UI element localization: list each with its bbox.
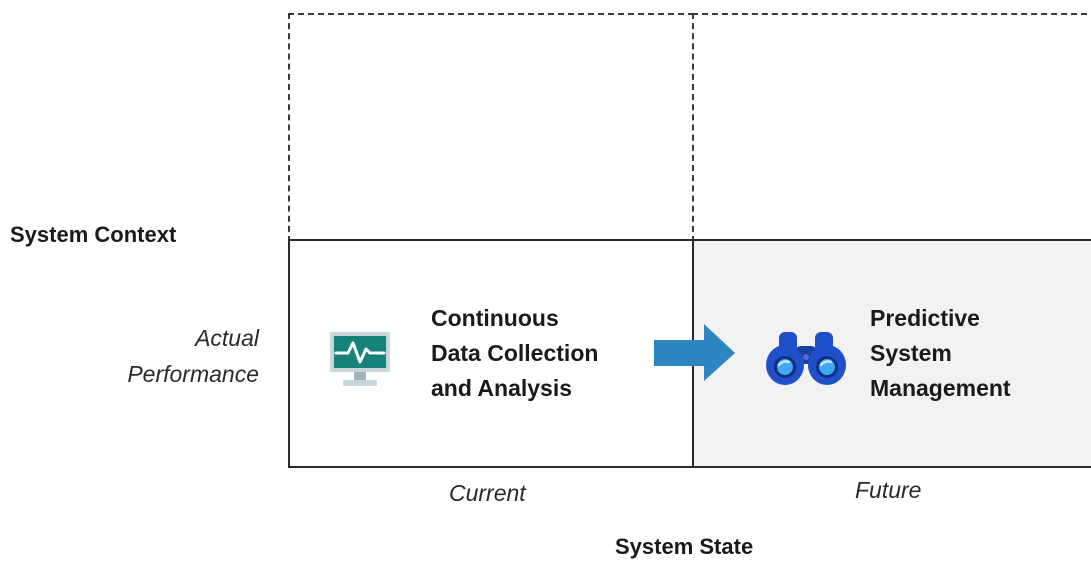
grid-cell-future (692, 239, 1091, 468)
grid-cell-top-right (692, 13, 1091, 242)
node-line: Continuous (431, 305, 559, 331)
binoculars-icon (765, 330, 847, 391)
y-axis-label: Actual Performance (127, 320, 259, 392)
node-line: Data Collection (431, 340, 599, 366)
monitor-icon (329, 331, 391, 394)
y-axis-title: System Context (10, 222, 177, 247)
transition-arrow-icon (654, 324, 736, 387)
node-line: System (870, 340, 952, 366)
x-axis-title: System State (615, 534, 754, 559)
node-continuous-data-collection: Continuous Data Collection and Analysis (431, 301, 598, 406)
y-axis-label-line: Performance (127, 361, 259, 387)
node-line: and Analysis (431, 375, 573, 401)
x-axis-label-current: Current (449, 480, 526, 506)
y-axis-label-line: Actual (195, 325, 259, 351)
node-line: Management (870, 375, 1011, 401)
x-axis-label-future: Future (855, 477, 922, 503)
node-line: Predictive (870, 305, 980, 331)
grid-cell-top-left (288, 13, 694, 242)
node-predictive-system-management: Predictive System Management (870, 301, 1011, 406)
